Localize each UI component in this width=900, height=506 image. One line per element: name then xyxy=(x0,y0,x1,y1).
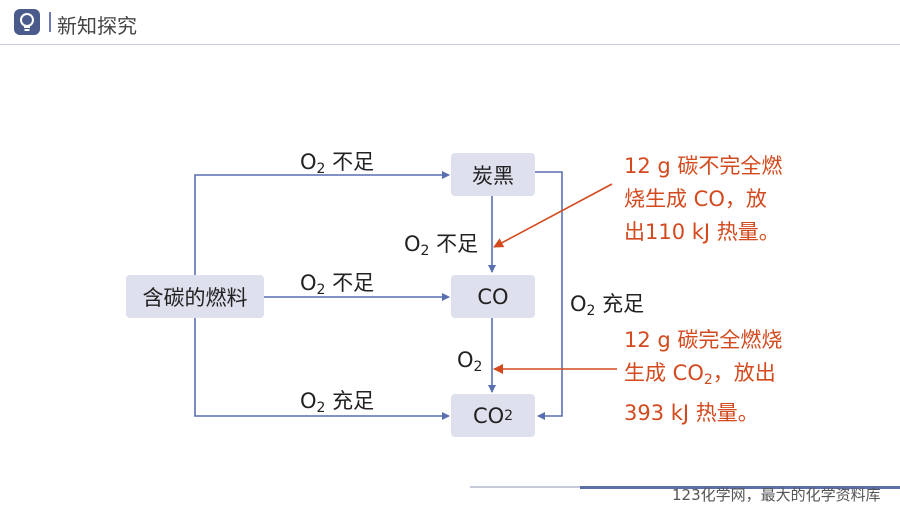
header: 新知探究 xyxy=(0,0,900,44)
label-text: 充足 xyxy=(595,292,645,316)
node-fuel: 含碳的燃料 xyxy=(126,275,264,318)
label-sub: 2 xyxy=(420,243,430,259)
label-text: 充足 xyxy=(325,389,375,413)
label-o: O xyxy=(300,150,317,174)
label-o: O xyxy=(300,389,317,413)
note1-line2: 烧生成 CO，放 xyxy=(624,187,767,211)
node-co: CO xyxy=(451,275,535,318)
note1-line1: 12 g 碳不完全燃 xyxy=(624,154,783,178)
label-bottom-o2-sufficient: O2 充足 xyxy=(300,385,374,416)
note2-line1: 12 g 碳完全燃烧 xyxy=(624,328,783,352)
label-o: O xyxy=(404,232,421,256)
node-co2-base: CO xyxy=(472,403,505,428)
node-carbon-black: 炭黑 xyxy=(451,153,535,196)
label-sub: 2 xyxy=(316,161,326,177)
label-text: 不足 xyxy=(325,150,375,174)
label-sub: 2 xyxy=(473,359,483,375)
note2-line2-sub: 2 xyxy=(703,372,713,388)
label-top-o2-insufficient: O2 不足 xyxy=(300,146,374,177)
label-vertical-o2-insufficient: O2 不足 xyxy=(404,228,478,259)
label-right-o2-sufficient: O2 充足 xyxy=(570,288,644,319)
title-divider xyxy=(49,12,51,32)
note2-line2-b: ，放出 xyxy=(712,361,776,385)
label-mid-o2-insufficient: O2 不足 xyxy=(300,267,374,298)
arrow-fuel-to-co2 xyxy=(194,298,450,420)
footer-rule-dark xyxy=(580,486,900,489)
label-text: 不足 xyxy=(429,232,479,256)
note2-line2: 生成 CO2，放出 xyxy=(624,357,782,397)
label-sub: 2 xyxy=(316,400,326,416)
lightbulb-icon xyxy=(14,9,40,35)
note1-pointer xyxy=(493,183,613,248)
footer-rule-light xyxy=(470,486,580,488)
note-complete-combustion: 12 g 碳完全燃烧 生成 CO2，放出 393 kJ 热量。 xyxy=(624,324,782,430)
label-o: O xyxy=(300,271,317,295)
label-sub: 2 xyxy=(586,303,596,319)
note-incomplete-combustion: 12 g 碳不完全燃 烧生成 CO，放 出110 kJ 热量。 xyxy=(624,150,782,249)
label-o: O xyxy=(570,292,587,316)
node-co2-sub: 2 xyxy=(504,407,514,424)
label-o: O xyxy=(457,348,474,372)
label-vertical-o2: O2 xyxy=(457,348,482,375)
note2-line2-a: 生成 CO xyxy=(624,361,704,385)
label-text: 不足 xyxy=(325,271,375,295)
note2-line3: 393 kJ 热量。 xyxy=(624,401,759,425)
label-sub: 2 xyxy=(316,282,326,298)
header-rule xyxy=(0,44,900,45)
arrow-carbon-black-to-co2 xyxy=(535,171,563,420)
section-title: 新知探究 xyxy=(57,14,137,38)
arrow-fuel-to-carbon-black xyxy=(194,171,450,298)
footer-watermark: 123化学网，最大的化学资料库 xyxy=(672,486,881,504)
note1-line3: 出110 kJ 热量。 xyxy=(624,220,780,244)
